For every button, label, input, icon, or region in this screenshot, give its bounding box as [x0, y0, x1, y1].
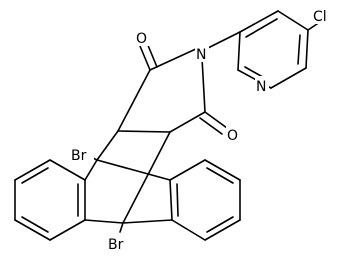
bond-rbz-6 — [171, 219, 206, 241]
bond-c-top-ch — [117, 69, 151, 132]
bond-co-right-2 — [199, 117, 223, 135]
bond-pyr-6 — [237, 31, 241, 71]
bond-n-c-right — [201, 57, 206, 113]
bond-pyr-imide-n — [203, 31, 241, 51]
bond-rbz-3 — [204, 159, 241, 181]
atom-label-br-top: Br — [71, 148, 87, 164]
atom-label-cl: Cl — [313, 9, 327, 25]
atom-label-br-bottom: Br — [108, 237, 124, 253]
atom-label-n-pyridine: N — [256, 79, 266, 95]
bond-rbz-3-inner — [206, 167, 234, 184]
bond-c-br-bottom — [119, 222, 124, 233]
bond-pyr-3 — [305, 29, 309, 69]
bond-bridge-tl — [96, 130, 119, 161]
bond-rbz-5 — [204, 219, 241, 241]
bond-bridgehead-top-right — [96, 159, 171, 181]
bond-lbz-2 — [49, 159, 86, 181]
bond-pyr-1 — [239, 10, 279, 33]
bond-lbz-5 — [14, 219, 51, 241]
bond-lbz-5-inner — [21, 216, 49, 233]
bond-n-c-top — [149, 47, 199, 71]
bond-rbz-5-inner — [206, 216, 234, 233]
bond-bridge-tr — [122, 131, 171, 224]
bond-rbz-1 — [169, 179, 173, 221]
bond-bridgehead-bot-left — [84, 219, 124, 224]
atom-label-n-imide: N — [196, 47, 206, 63]
atom-label-layer: Cl N N O O Br Br — [70, 6, 334, 253]
bond-layer — [14, 10, 321, 241]
bond-rbz-1-inner — [176, 183, 179, 217]
bond-bridgehead-top-left — [84, 159, 98, 181]
bond-bridgehead-bot-right — [122, 219, 173, 224]
bond-pyr-3-inner — [297, 34, 301, 65]
bond-lbz-6 — [49, 219, 86, 241]
bond-pyr-4 — [270, 67, 307, 89]
bond-pyr-1-inner — [245, 18, 278, 38]
bond-co-top-1 — [139, 45, 151, 71]
bond-rbz-2 — [169, 159, 206, 181]
bond-lbz-3-inner — [21, 167, 49, 184]
bond-c-right-ch — [169, 111, 206, 133]
atom-label-o-top: O — [136, 31, 147, 47]
bond-ch-ch — [117, 130, 171, 133]
atom-label-o-right: O — [227, 128, 238, 144]
bond-pyr-2 — [277, 10, 309, 31]
bond-co-right-1 — [204, 111, 228, 129]
bond-lbz-3 — [14, 159, 51, 181]
bond-co-top-2 — [146, 42, 158, 68]
